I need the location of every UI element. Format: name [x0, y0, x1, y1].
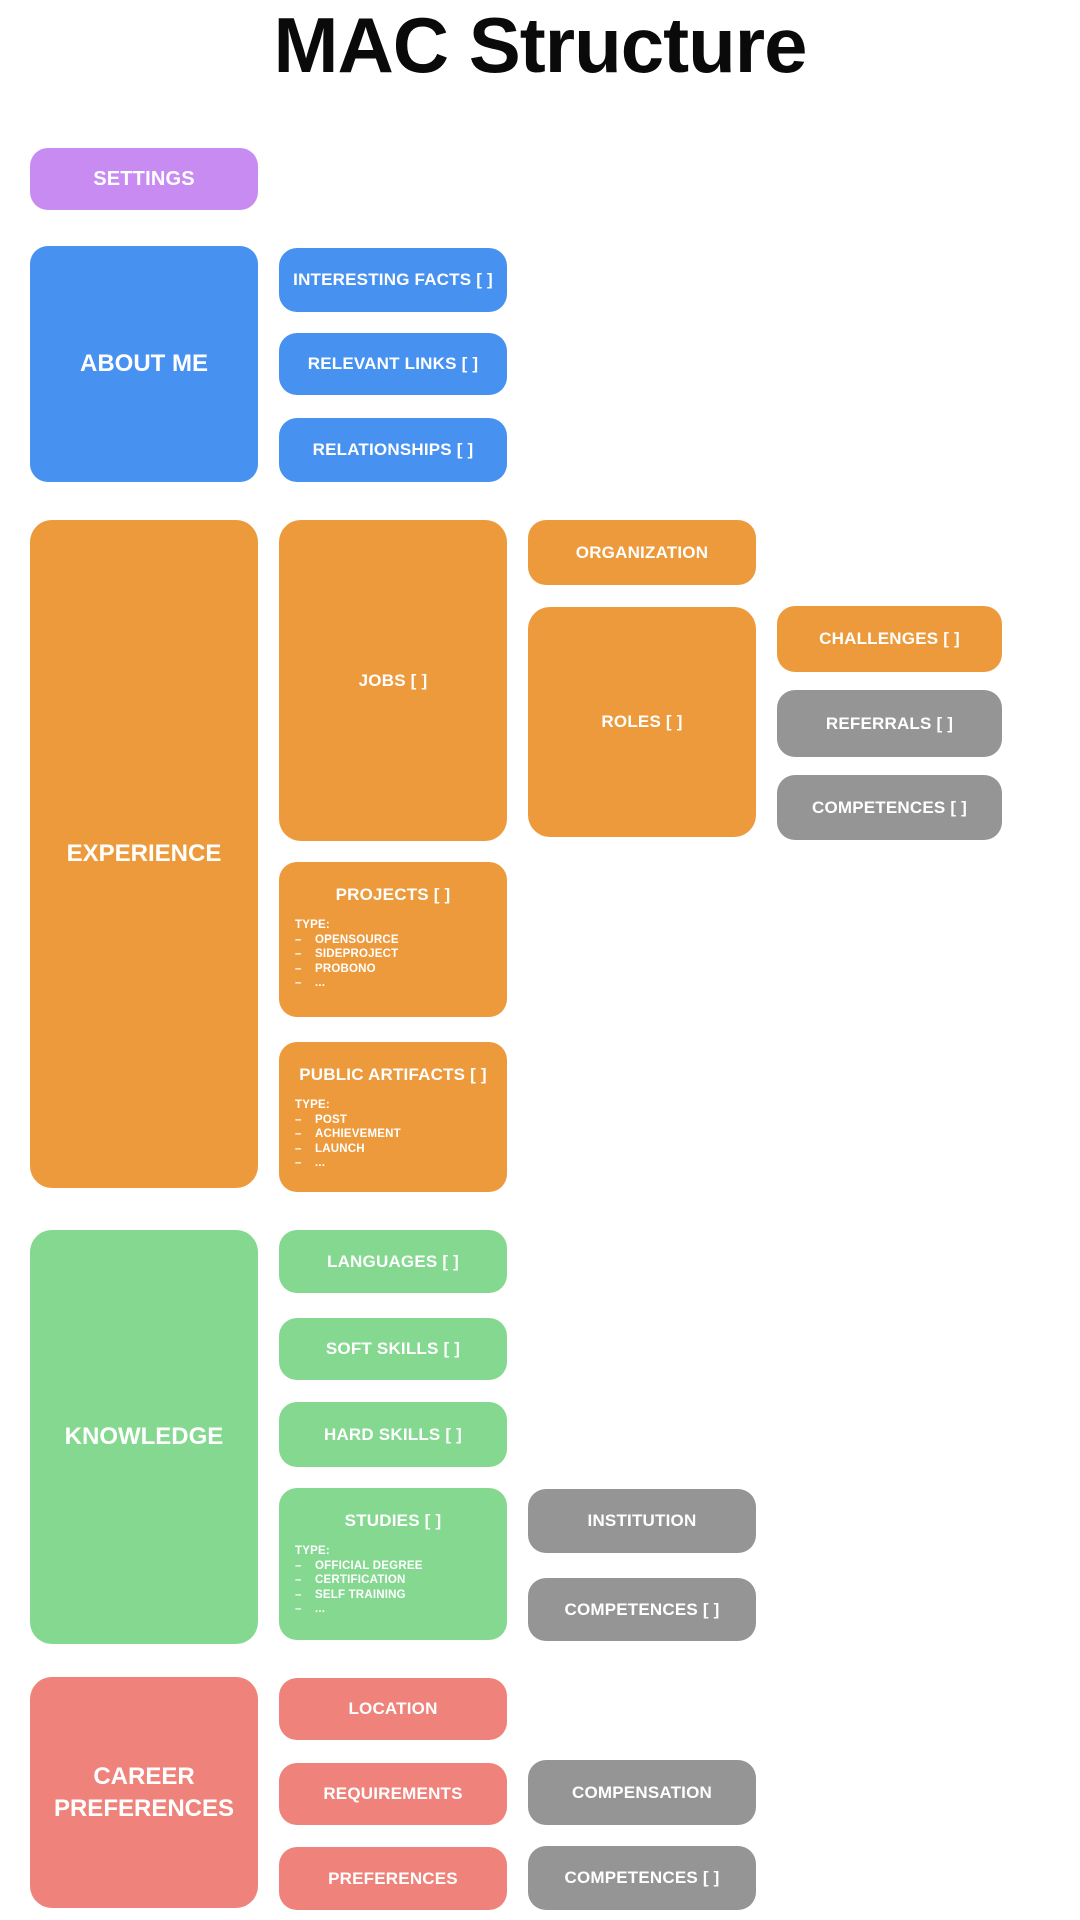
type-item: – ... [295, 1156, 499, 1171]
knowledge-block: KNOWLEDGE [30, 1230, 258, 1644]
bullet-dash: – [295, 933, 302, 946]
languages-label: LANGUAGES [ ] [327, 1251, 459, 1271]
jobs-block: JOBS [ ] [279, 520, 507, 841]
type-item-label: ACHIEVEMENT [315, 1128, 401, 1140]
studies-competences-block: COMPETENCES [ ] [528, 1578, 756, 1641]
type-item: – CERTIFICATION [295, 1573, 499, 1588]
type-item: – ... [295, 976, 499, 991]
type-item-label: POST [315, 1113, 348, 1126]
type-item: – SELF TRAINING [295, 1588, 499, 1603]
roles-competences-label: COMPETENCES [ ] [811, 797, 968, 817]
bullet-dash: – [295, 1113, 302, 1126]
challenges-block: CHALLENGES [ ] [777, 606, 1002, 672]
projects-type-list: TYPE: – OPENSOURCE – SIDEPROJECT – PROBO… [279, 905, 507, 991]
institution-label: INSTITUTION [587, 1511, 697, 1530]
career-preferences-label: CAREER PREFERENCES [53, 1763, 235, 1822]
type-item-label: SIDEPROJECT [315, 948, 399, 960]
interesting-facts-label: INTERESTING FACTS [ ] [293, 270, 493, 289]
type-heading: TYPE: [295, 1545, 330, 1557]
career-competences-label: COMPETENCES [ ] [564, 1868, 720, 1887]
referrals-label: REFERRALS [ ] [825, 713, 954, 733]
public-artifacts-label: PUBLIC ARTIFACTS [ ] [299, 1065, 487, 1084]
bullet-dash: – [295, 1559, 302, 1572]
bullet-dash: – [295, 977, 302, 989]
type-item: – SIDEPROJECT [295, 947, 499, 962]
preferences-label: PREFERENCES [328, 1868, 458, 1888]
institution-block: INSTITUTION [528, 1489, 756, 1553]
experience-block: EXPERIENCE [30, 520, 258, 1188]
organization-label: ORGANIZATION [575, 542, 709, 562]
experience-label: EXPERIENCE [66, 840, 222, 868]
type-item: – OFFICIAL DEGREE [295, 1559, 499, 1574]
studies-block: STUDIES [ ] TYPE: – OFFICIAL DEGREE – CE… [279, 1488, 507, 1640]
projects-block: PROJECTS [ ] TYPE: – OPENSOURCE – SIDEPR… [279, 862, 507, 1017]
relevant-links-block: RELEVANT LINKS [ ] [279, 333, 507, 395]
about-me-block: ABOUT ME [30, 246, 258, 482]
relevant-links-label: RELEVANT LINKS [ ] [307, 354, 479, 373]
interesting-facts-block: INTERESTING FACTS [ ] [279, 248, 507, 312]
bullet-dash: – [295, 948, 302, 960]
requirements-label: REQUIREMENTS [323, 1784, 463, 1803]
soft-skills-block: SOFT SKILLS [ ] [279, 1318, 507, 1380]
career-preferences-block: CAREER PREFERENCES [30, 1677, 258, 1908]
location-block: LOCATION [279, 1678, 507, 1740]
roles-competences-block: COMPETENCES [ ] [777, 775, 1002, 840]
settings-block: SETTINGS [30, 148, 258, 210]
type-item-label: SELF TRAINING [315, 1588, 406, 1601]
type-item: – PROBONO [295, 962, 499, 977]
type-heading: TYPE: [295, 919, 330, 931]
jobs-label: JOBS [ ] [358, 670, 428, 690]
hard-skills-label: HARD SKILLS [ ] [323, 1424, 463, 1444]
bullet-dash: – [295, 962, 302, 975]
soft-skills-label: SOFT SKILLS [ ] [325, 1339, 461, 1358]
page-title: MAC Structure [273, 1, 807, 89]
type-item-label: OPENSOURCE [315, 933, 399, 946]
type-item: – ... [295, 1602, 499, 1617]
bullet-dash: – [295, 1588, 302, 1601]
studies-type-list: TYPE: – OFFICIAL DEGREE – CERTIFICATION … [279, 1531, 507, 1617]
languages-block: LANGUAGES [ ] [279, 1230, 507, 1293]
roles-label: ROLES [ ] [601, 712, 683, 731]
type-item: – ACHIEVEMENT [295, 1127, 499, 1142]
location-label: LOCATION [348, 1699, 438, 1718]
projects-label: PROJECTS [ ] [335, 885, 451, 904]
requirements-block: REQUIREMENTS [279, 1763, 507, 1825]
type-item: – OPENSOURCE [295, 933, 499, 948]
type-item-label: OFFICIAL DEGREE [315, 1559, 423, 1572]
type-item: – POST [295, 1113, 499, 1128]
studies-label: STUDIES [ ] [344, 1511, 442, 1530]
type-item: – LAUNCH [295, 1142, 499, 1157]
type-item-label: ... [315, 977, 326, 989]
type-item-label: LAUNCH [315, 1142, 365, 1155]
knowledge-label: KNOWLEDGE [64, 1423, 224, 1451]
bullet-dash: – [295, 1574, 302, 1586]
public-artifacts-block: PUBLIC ARTIFACTS [ ] TYPE: – POST – ACHI… [279, 1042, 507, 1192]
relationships-label: RELATIONSHIPS [ ] [312, 440, 474, 459]
studies-competences-label: COMPETENCES [ ] [564, 1599, 720, 1619]
challenges-label: CHALLENGES [ ] [819, 629, 960, 648]
type-heading: TYPE: [295, 1099, 330, 1111]
settings-label: SETTINGS [93, 167, 195, 190]
type-item-label: ... [315, 1157, 326, 1169]
bullet-dash: – [295, 1157, 302, 1169]
preferences-block: PREFERENCES [279, 1847, 507, 1910]
bullet-dash: – [295, 1603, 302, 1615]
type-item-label: ... [315, 1603, 326, 1615]
bullet-dash: – [295, 1142, 302, 1155]
type-item-label: CERTIFICATION [315, 1574, 406, 1586]
hard-skills-block: HARD SKILLS [ ] [279, 1402, 507, 1467]
about-me-label: ABOUT ME [80, 350, 208, 378]
career-competences-block: COMPETENCES [ ] [528, 1846, 756, 1910]
organization-block: ORGANIZATION [528, 520, 756, 585]
relationships-block: RELATIONSHIPS [ ] [279, 418, 507, 482]
bullet-dash: – [295, 1128, 302, 1140]
public-artifacts-type-list: TYPE: – POST – ACHIEVEMENT – LAUNCH – ..… [279, 1085, 507, 1171]
referrals-block: REFERRALS [ ] [777, 690, 1002, 757]
roles-block: ROLES [ ] [528, 607, 756, 837]
type-item-label: PROBONO [315, 962, 376, 975]
compensation-label: COMPENSATION [572, 1782, 712, 1802]
compensation-block: COMPENSATION [528, 1760, 756, 1825]
